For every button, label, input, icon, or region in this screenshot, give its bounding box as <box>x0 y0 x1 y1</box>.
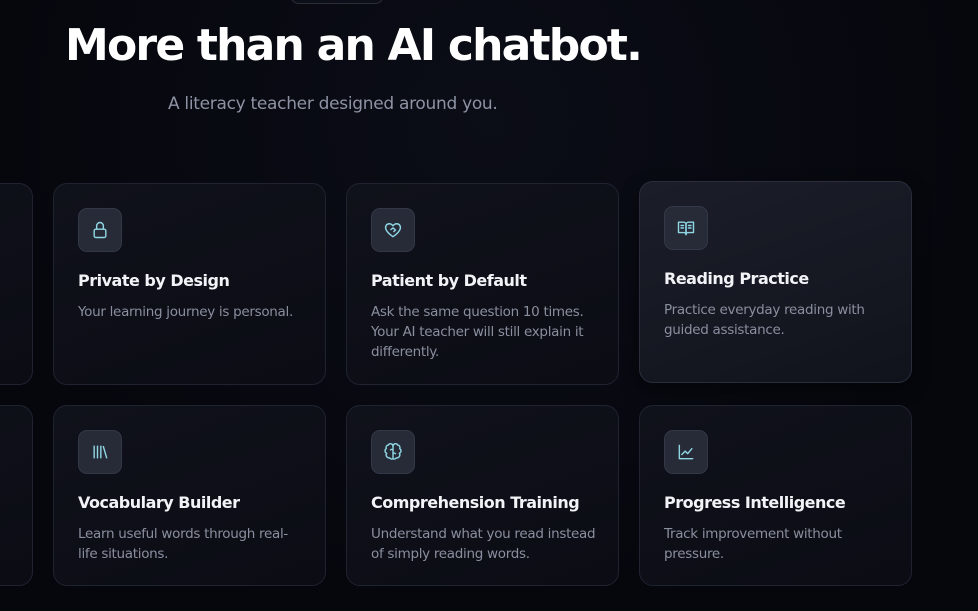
feature-title: Patient by Default <box>371 271 527 290</box>
feature-card-progress[interactable]: Progress Intelligence Track improvement … <box>639 405 912 586</box>
feature-description: Ask the same question 10 times. Your AI … <box>371 304 584 360</box>
feature-description: Track improvement without pressure. <box>664 526 842 562</box>
feature-title: Private by Design <box>78 271 230 290</box>
library-icon <box>78 430 122 474</box>
feature-title: Vocabulary Builder <box>78 493 240 512</box>
feature-card-reading[interactable]: Reading Practice Practice everyday readi… <box>639 181 912 383</box>
feature-card-private[interactable]: Private by Design Your learning journey … <box>53 183 326 385</box>
heart-handshake-icon <box>371 208 415 252</box>
feature-title: Comprehension Training <box>371 493 580 512</box>
line-chart-icon <box>664 430 708 474</box>
feature-card-offscreen[interactable] <box>0 183 33 385</box>
feature-card-comprehension[interactable]: Comprehension Training Understand what y… <box>346 405 619 586</box>
feature-title: Reading Practice <box>664 269 809 288</box>
feature-description: Your learning journey is personal. <box>78 304 293 320</box>
feature-description: Practice everyday reading with guided as… <box>664 302 865 338</box>
feature-description: Understand what you read instead of simp… <box>371 526 596 562</box>
brain-icon <box>371 430 415 474</box>
feature-card-vocabulary[interactable]: Vocabulary Builder Learn useful words th… <box>53 405 326 586</box>
section-title: More than an AI chatbot. <box>65 20 643 71</box>
feature-card-offscreen[interactable] <box>0 405 33 586</box>
section-subtitle: A literacy teacher designed around you. <box>168 94 498 114</box>
lock-icon <box>78 208 122 252</box>
feature-card-patient[interactable]: Patient by Default Ask the same question… <box>346 183 619 385</box>
feature-description: Learn useful words through real-life sit… <box>78 526 288 562</box>
open-book-icon <box>664 206 708 250</box>
feature-title: Progress Intelligence <box>664 493 846 512</box>
top-pill-button[interactable] <box>290 0 384 4</box>
